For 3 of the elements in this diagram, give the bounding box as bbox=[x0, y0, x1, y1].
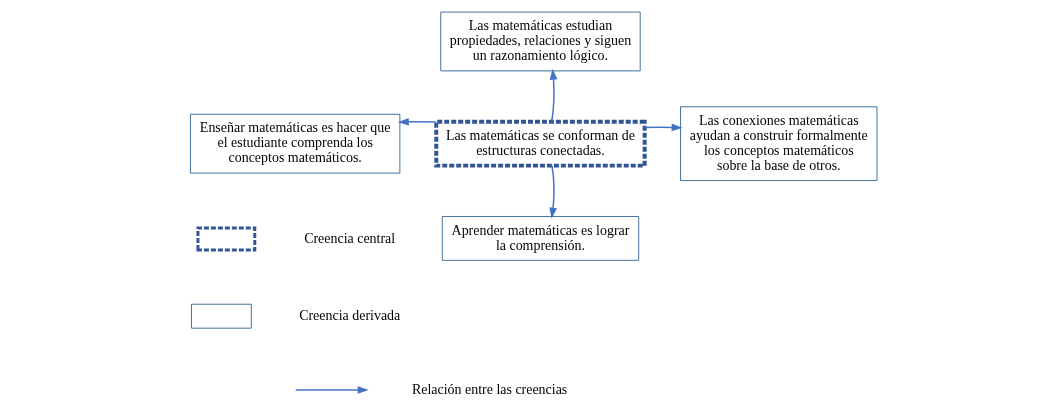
legend-label: Creencia central bbox=[303, 230, 395, 246]
legend-label: Creencia derivada bbox=[298, 307, 400, 323]
legend-label: Relación entre las creencias bbox=[411, 381, 567, 397]
